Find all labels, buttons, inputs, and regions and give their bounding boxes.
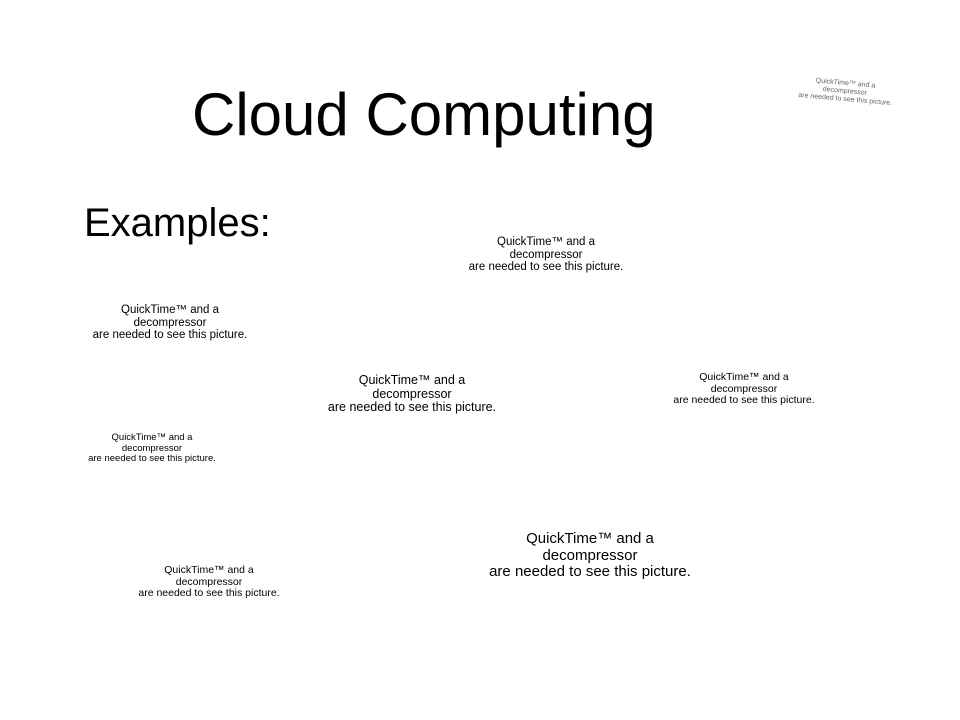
placeholder-line: are needed to see this picture. bbox=[138, 587, 280, 599]
placeholder-line: QuickTime™ and a bbox=[699, 371, 789, 383]
placeholder-line: are needed to see this picture. bbox=[92, 329, 248, 341]
placeholder-line: are needed to see this picture. bbox=[489, 563, 691, 580]
examples-label: Examples: bbox=[84, 201, 271, 245]
placeholder-line: decompressor bbox=[542, 546, 638, 564]
placeholder-line: QuickTime™ and a bbox=[111, 432, 193, 443]
image-placeholder-top-right: QuickTime™ and a decompressor are needed… bbox=[798, 76, 892, 108]
placeholder-line: QuickTime™ and a bbox=[164, 564, 254, 576]
image-placeholder: QuickTime™ and a decompressor are needed… bbox=[80, 304, 260, 342]
placeholder-line: decompressor bbox=[509, 248, 583, 261]
placeholder-line: are needed to see this picture. bbox=[88, 453, 216, 464]
image-placeholder: QuickTime™ and a decompressor are needed… bbox=[664, 371, 824, 407]
placeholder-line: decompressor bbox=[710, 382, 778, 395]
image-placeholder: QuickTime™ and a decompressor are needed… bbox=[318, 373, 506, 415]
placeholder-line: are needed to see this picture. bbox=[327, 400, 497, 414]
placeholder-line: QuickTime™ and a bbox=[121, 304, 219, 316]
image-placeholder: QuickTime™ and a decompressor are needed… bbox=[470, 530, 710, 581]
image-placeholder: QuickTime™ and a decompressor are needed… bbox=[78, 432, 226, 465]
placeholder-line: decompressor bbox=[133, 316, 207, 329]
slide-title: Cloud Computing bbox=[192, 81, 656, 148]
placeholder-line: decompressor bbox=[121, 442, 183, 454]
image-placeholder: QuickTime™ and a decompressor are needed… bbox=[122, 564, 296, 600]
placeholder-line: decompressor bbox=[372, 386, 452, 401]
placeholder-line: are needed to see this picture. bbox=[468, 261, 624, 273]
placeholder-line: QuickTime™ and a bbox=[497, 236, 595, 248]
placeholder-line: decompressor bbox=[175, 575, 243, 588]
image-placeholder: QuickTime™ and a decompressor are needed… bbox=[458, 236, 634, 274]
placeholder-line: are needed to see this picture. bbox=[673, 394, 815, 406]
placeholder-line: QuickTime™ and a bbox=[526, 530, 654, 547]
placeholder-line: QuickTime™ and a bbox=[358, 373, 466, 387]
